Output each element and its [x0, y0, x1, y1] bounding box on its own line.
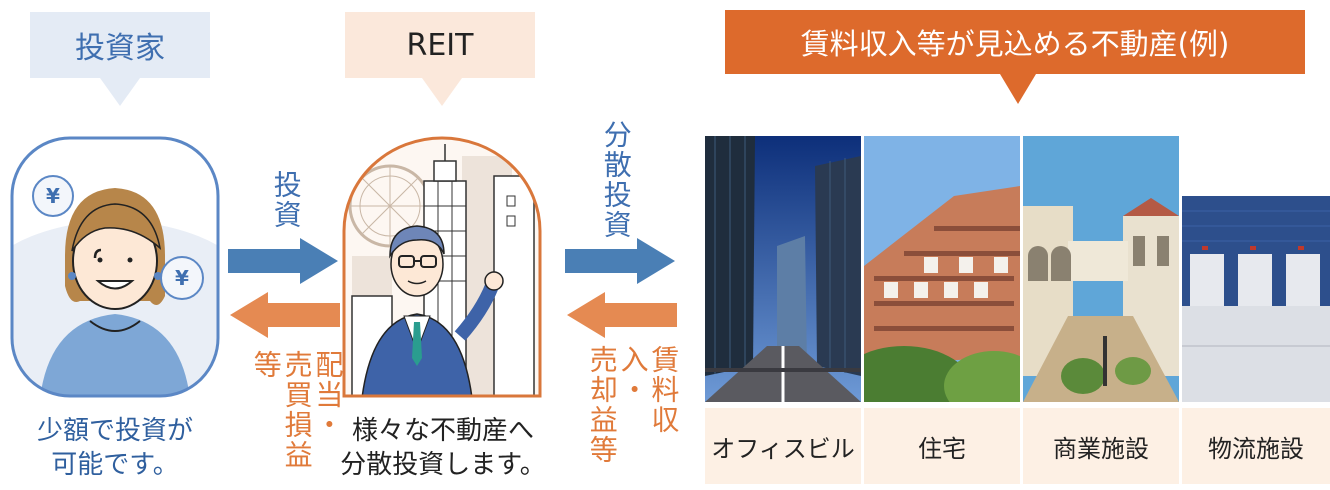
property-label-logistics: 物流施設: [1182, 408, 1330, 484]
invest-label: 投資: [269, 170, 303, 230]
properties-pointer: [1000, 74, 1036, 104]
reit-pointer: [422, 78, 462, 106]
reit-caption-line1: 様々な不動産へ: [351, 416, 534, 446]
investor-caption-line1: 少額で投資が: [36, 416, 193, 446]
yen-coin-icon: ¥: [160, 256, 204, 300]
property-label-commercial: 商業施設: [1023, 408, 1179, 484]
reit-portrait: [342, 136, 542, 398]
dividend-label-line1: 配当・: [311, 350, 345, 440]
rental-label-line2: 売却益等: [585, 345, 619, 465]
dividend-label: 配当・ 売買損益等: [249, 350, 345, 490]
properties-header: 賃料収入等が見込める不動産(例): [725, 10, 1305, 74]
reit-title: REIT: [406, 27, 474, 63]
investor-caption-line2: 可能です。: [51, 450, 179, 481]
reit-caption-line2: 分散投資します。: [340, 450, 546, 481]
investor-portrait: [10, 136, 220, 398]
dividend-label-line2: 売買損益等: [249, 350, 314, 470]
investor-title-box: 投資家: [30, 12, 210, 78]
investor-caption: 少額で投資が 可能です。: [10, 414, 220, 483]
diversified-label: 分散投資: [599, 120, 633, 240]
yen-symbol: ¥: [175, 266, 189, 290]
property-label-office: オフィスビル: [705, 408, 861, 484]
rental-label-line1: 賃料収入・: [616, 345, 681, 435]
property-label-residential: 住宅: [864, 408, 1020, 484]
commercial-facility-photo: [1023, 136, 1179, 402]
dividend-arrow-icon: [228, 292, 340, 338]
reit-caption: 様々な不動産へ 分散投資します。: [330, 414, 556, 483]
invest-arrow-icon: [228, 238, 340, 284]
reit-title-box: REIT: [345, 12, 535, 78]
investor-title: 投資家: [75, 31, 165, 66]
rental-label: 賃料収入・ 売却益等: [585, 345, 681, 490]
diversified-arrow-icon: [565, 238, 677, 284]
office-building-photo: [705, 136, 861, 402]
rental-arrow-icon: [565, 292, 677, 338]
yen-symbol: ¥: [46, 184, 60, 208]
logistics-facility-photo: [1182, 136, 1330, 402]
properties-header-text: 賃料収入等が見込める不動産(例): [800, 27, 1230, 61]
residential-building-photo: [864, 136, 1020, 402]
yen-coin-icon: ¥: [32, 175, 74, 217]
investor-pointer: [100, 78, 140, 106]
